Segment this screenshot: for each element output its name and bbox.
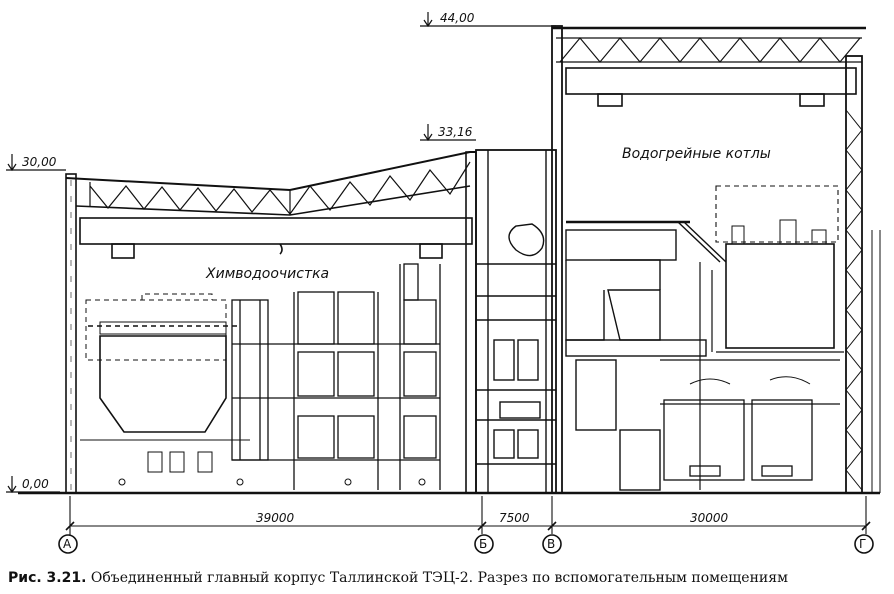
axis-v-bubble (542, 534, 562, 554)
elevation-markers (6, 12, 556, 494)
lower-equipment (660, 359, 840, 481)
axis-g-label: Г (859, 537, 866, 551)
boilers-label: Водогрейные котлы (622, 146, 771, 162)
axis-a-label: А (63, 537, 72, 551)
building-section-drawing: 44,00 33,16 30,00 0,00 Химводоочистка Во… (6, 11, 881, 554)
right-roof-truss (556, 37, 862, 63)
figure-number: Рис. 3.21. (8, 570, 87, 586)
middle-bay (475, 149, 557, 494)
water-treatment-label: Химводоочистка (205, 266, 329, 282)
left-crane-beam (79, 217, 473, 245)
water-treatment-hall (65, 151, 477, 494)
span-3-label: 30000 (690, 511, 729, 525)
water-boiler (699, 185, 844, 490)
axis-b-bubble (474, 534, 494, 554)
axis-v-label: В (547, 537, 555, 551)
elevation-middle-label: 33,16 (438, 125, 473, 139)
axis-a-bubble (58, 534, 78, 554)
elevation-left-label: 30,00 (22, 155, 57, 169)
figure-caption: Рис. 3.21. Объединенный главный корпус Т… (8, 570, 888, 592)
right-crane-beam (565, 67, 857, 95)
elevation-ground-label: 0,00 (22, 477, 49, 491)
elevation-top-label: 44,00 (440, 11, 475, 25)
fuel-bunker (565, 220, 727, 491)
filter-racks (231, 263, 441, 490)
left-roof-truss (89, 161, 471, 215)
span-1-label: 39000 (256, 511, 295, 525)
span-2-label: 7500 (499, 511, 530, 525)
axis-g-bubble (854, 534, 874, 554)
boiler-hall (551, 25, 881, 494)
dimension-lines (65, 496, 871, 536)
figure-caption-text: Объединенный главный корпус Таллинской Т… (90, 570, 788, 586)
left-tank (80, 293, 250, 486)
axis-b-label: Б (479, 537, 487, 551)
